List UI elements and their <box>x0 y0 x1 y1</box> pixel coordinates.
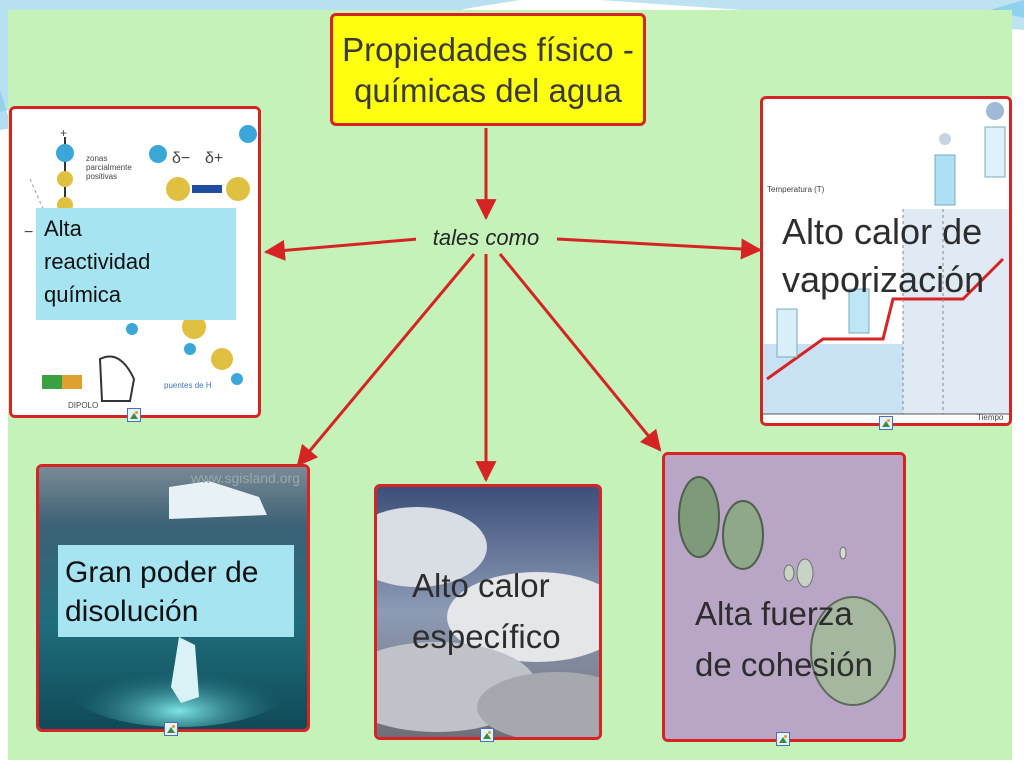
linking-phrase[interactable]: tales como <box>416 224 556 252</box>
label-reactividad: Alta reactividad química <box>36 208 236 320</box>
arrow-to-reactividad <box>263 237 419 261</box>
figure-label-plus: + <box>60 126 68 140</box>
node-cohesion[interactable] <box>662 452 906 742</box>
image-icon[interactable] <box>164 722 178 736</box>
clouds-photo <box>377 487 599 737</box>
label-cohesion: Alta fuerza de cohesión <box>695 595 873 683</box>
figure-label-delta-minus: δ− <box>172 150 191 167</box>
arrow-to-disolucion <box>296 253 476 467</box>
figure-label-zonas: zonas parcialmente positivas <box>86 154 132 181</box>
label-disolucion: Gran poder de disolución <box>58 545 294 637</box>
title-node[interactable]: Propiedades físico - químicas del agua <box>330 13 646 126</box>
water-drops-photo <box>665 455 903 739</box>
concept-map: Propiedades físico - químicas del agua t… <box>8 10 1012 760</box>
node-vaporizacion[interactable]: Temperatura (T) Tiempo (t) <box>760 96 1012 426</box>
arrow-to-vaporizacion <box>556 237 763 260</box>
node-calor-especifico[interactable] <box>374 484 602 740</box>
figure-label-minus: − <box>24 224 34 241</box>
axis-label-temperatura: Temperatura (T) <box>767 185 825 194</box>
label-vaporizacion: Alto calor de vaporización <box>782 211 985 300</box>
vaporization-graph <box>763 99 1009 423</box>
figure-label-puentes: puentes de H <box>164 381 212 390</box>
image-icon[interactable] <box>480 728 494 742</box>
arrow-to-cohesion <box>498 253 662 452</box>
axis-label-tiempo: Tiempo (t) <box>977 413 1004 423</box>
label-calor-especifico: Alto calor específico <box>412 567 561 655</box>
watermark-text: www.sgisland.org <box>191 470 300 486</box>
image-icon[interactable] <box>776 732 790 746</box>
figure-label-delta-plus: δ+ <box>205 150 224 167</box>
image-icon[interactable] <box>879 416 893 430</box>
connector-arrows <box>263 128 763 483</box>
title-text: Propiedades físico - químicas del agua <box>342 30 634 109</box>
image-icon[interactable] <box>127 408 141 422</box>
figure-label-dipolo: DIPOLO <box>68 401 99 410</box>
